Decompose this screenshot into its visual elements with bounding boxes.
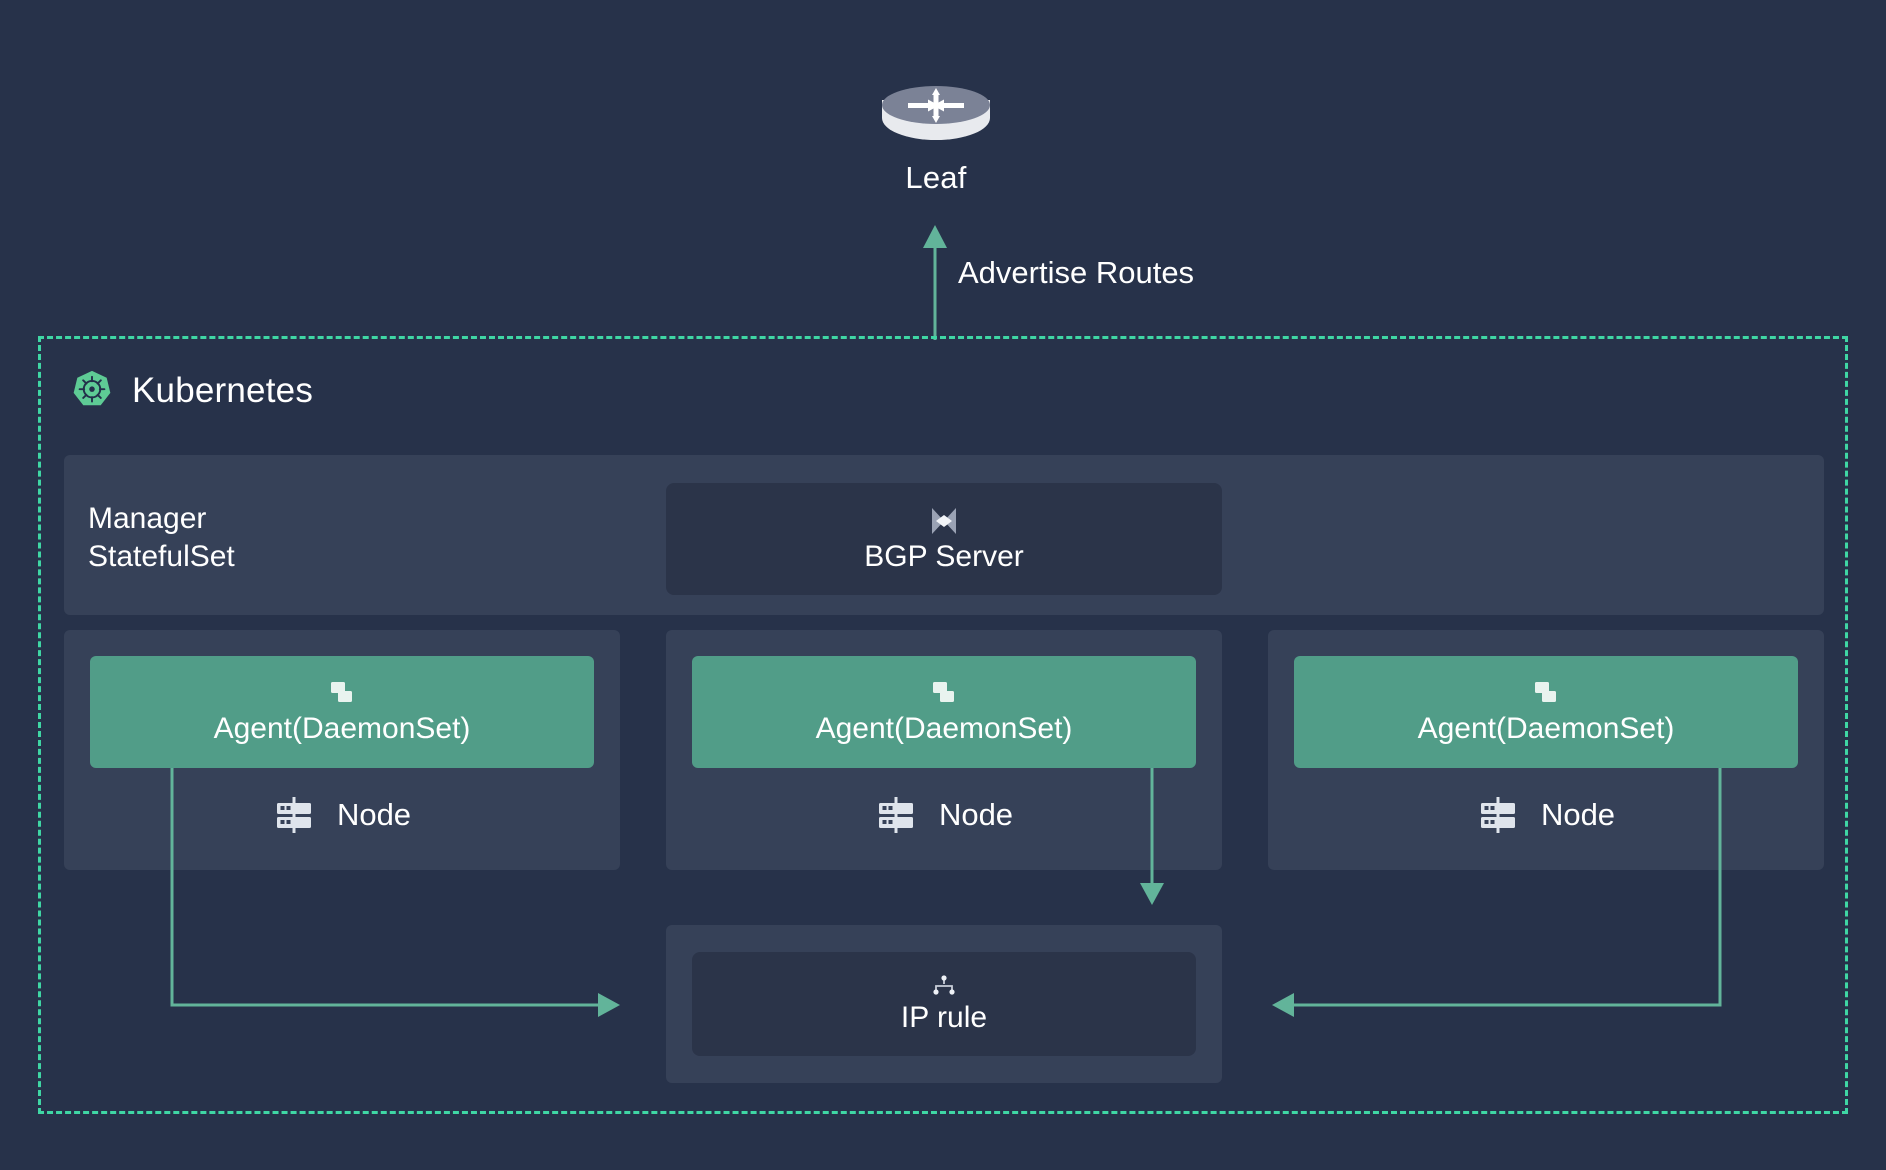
bgp-bowtie-icon xyxy=(927,504,961,538)
daemonset-squares-icon xyxy=(1531,678,1561,708)
agent-daemonset-label: Agent(DaemonSet) xyxy=(213,712,471,745)
kubernetes-title: Kubernetes xyxy=(132,371,314,410)
node-row: Node xyxy=(692,794,1196,836)
node-row: Node xyxy=(1294,794,1798,836)
server-rack-icon xyxy=(273,794,315,836)
ip-rule-label: IP rule xyxy=(900,1001,988,1034)
kubernetes-container xyxy=(38,336,1848,1114)
leaf-label: Leaf xyxy=(905,160,967,195)
agent-daemonset-box[interactable]: Agent(DaemonSet) xyxy=(692,656,1196,768)
leaf-node[interactable]: Leaf xyxy=(880,86,992,196)
daemonset-squares-icon xyxy=(327,678,357,708)
bgp-server-label: BGP Server xyxy=(864,540,1024,573)
kubernetes-header: Kubernetes xyxy=(70,369,313,413)
agent-daemonset-box[interactable]: Agent(DaemonSet) xyxy=(90,656,594,768)
hierarchy-tree-icon xyxy=(929,973,959,999)
agent-daemonset-label: Agent(DaemonSet) xyxy=(815,712,1073,745)
node-label: Node xyxy=(1540,797,1616,832)
manager-statefulset-label: Manager StatefulSet xyxy=(88,502,235,573)
server-rack-icon xyxy=(1477,794,1519,836)
bgp-server-box[interactable]: BGP Server xyxy=(666,483,1222,595)
router-icon xyxy=(882,86,990,152)
agent-daemonset-label: Agent(DaemonSet) xyxy=(1417,712,1675,745)
node-label: Node xyxy=(336,797,412,832)
advertise-routes-arrow xyxy=(920,222,950,340)
daemonset-squares-icon xyxy=(929,678,959,708)
agent-daemonset-box[interactable]: Agent(DaemonSet) xyxy=(1294,656,1798,768)
node-label: Node xyxy=(938,797,1014,832)
node-row: Node xyxy=(90,794,594,836)
ip-rule-box[interactable]: IP rule xyxy=(692,952,1196,1056)
kubernetes-helm-icon xyxy=(70,369,114,413)
advertise-routes-label: Advertise Routes xyxy=(958,255,1195,290)
server-rack-icon xyxy=(875,794,917,836)
